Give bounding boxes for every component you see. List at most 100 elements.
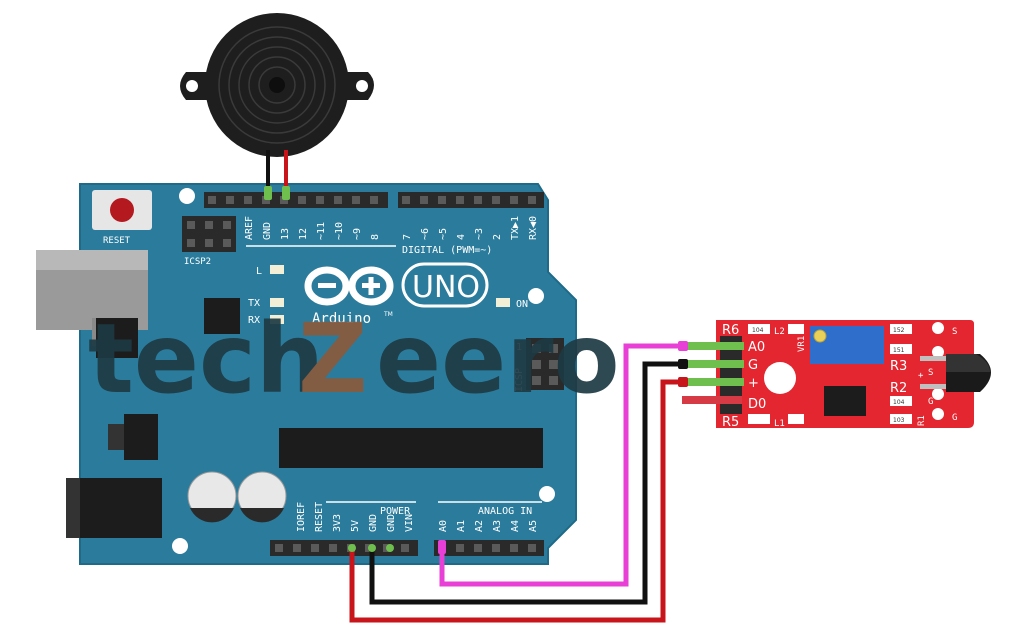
resistor-r2-body bbox=[890, 396, 912, 406]
wire-end-pink bbox=[678, 341, 688, 351]
digital-pin-label: 2 bbox=[492, 234, 503, 240]
digital-pin-label: ~10 bbox=[334, 222, 345, 240]
pin-hole bbox=[293, 544, 301, 552]
sensor-header bbox=[720, 336, 742, 414]
power-pin-label: VIN bbox=[404, 514, 415, 532]
pad-s1 bbox=[932, 322, 944, 334]
pin-hole bbox=[456, 544, 464, 552]
label-r2: R2 bbox=[890, 381, 907, 396]
digital-pin-label: GND bbox=[262, 222, 273, 240]
wire-red-5v bbox=[349, 379, 690, 623]
pin-hole bbox=[370, 196, 378, 204]
logo-minus bbox=[318, 283, 336, 288]
pin-hole bbox=[528, 544, 536, 552]
led-l2 bbox=[788, 324, 804, 334]
digital-pin-label: ~6 bbox=[420, 228, 431, 240]
arduino-logo: UNO Arduino TM bbox=[304, 262, 489, 327]
resistor-r3-body bbox=[890, 344, 912, 354]
wire-pink-a0 bbox=[439, 343, 690, 587]
resistor-r5 bbox=[748, 414, 770, 424]
digital-pin-label: ~3 bbox=[474, 228, 485, 240]
pad-g1 bbox=[932, 346, 944, 358]
label-g2: G bbox=[928, 397, 933, 407]
resistor-r6-code: 104 bbox=[752, 327, 764, 334]
sensor-pin-label-plus: + bbox=[748, 376, 759, 391]
pin-hole bbox=[226, 196, 234, 204]
digital-pin-label: TX▶1 bbox=[510, 216, 521, 240]
analog-pin-label: A2 bbox=[474, 520, 485, 532]
sensor-pin-a0 bbox=[684, 342, 744, 350]
wire-end-5v bbox=[348, 544, 356, 552]
pin-hole bbox=[510, 544, 518, 552]
analog-pin-label: A1 bbox=[456, 520, 467, 532]
led-l1 bbox=[788, 414, 804, 424]
icsp-label: ICSP bbox=[514, 368, 525, 392]
digital-pin-label: 7 bbox=[402, 234, 413, 240]
logo-brand: Arduino bbox=[312, 311, 371, 327]
atmega-chip bbox=[279, 428, 543, 468]
label-g1: G bbox=[952, 413, 957, 423]
power-pin-label: GND bbox=[386, 514, 397, 532]
pin-hole bbox=[438, 196, 446, 204]
logo-uno: UNO bbox=[412, 270, 480, 305]
led-on-label: ON bbox=[516, 299, 528, 310]
watermark: tech Z eero bbox=[88, 303, 620, 415]
pin-hole bbox=[474, 544, 482, 552]
reset-button-cap bbox=[110, 198, 134, 222]
sensor-pin-g bbox=[684, 360, 744, 368]
pin-hole bbox=[456, 196, 464, 204]
analog-pin-label: A3 bbox=[492, 520, 503, 532]
logo-left-loop bbox=[304, 266, 350, 306]
sensor-pin-label-g: G bbox=[748, 358, 758, 373]
pin-hole bbox=[528, 196, 536, 204]
digital-pin-label: RX◀0 bbox=[528, 216, 539, 240]
mounting-hole bbox=[172, 538, 188, 554]
watermark-part1: tech bbox=[88, 303, 324, 415]
sensor-pin-d0 bbox=[682, 396, 742, 404]
led-l-label: L bbox=[256, 266, 262, 277]
analog-pin-label: A0 bbox=[438, 520, 449, 532]
pin-hole bbox=[329, 544, 337, 552]
pin-hole bbox=[352, 196, 360, 204]
pin-hole bbox=[316, 196, 324, 204]
digital-pin-label: 13 bbox=[280, 228, 291, 240]
resistor-r4 bbox=[890, 324, 912, 334]
pin-hole bbox=[420, 196, 428, 204]
photodiode-lead bbox=[920, 356, 948, 361]
resistor-code-3: 151 bbox=[893, 347, 905, 354]
resistor-r1-body bbox=[890, 414, 912, 424]
led-on bbox=[496, 298, 510, 307]
label-s2: S bbox=[928, 368, 933, 378]
pin-hole bbox=[311, 544, 319, 552]
power-pin-label: IOREF bbox=[296, 502, 307, 532]
led-tx-label: TX bbox=[248, 298, 260, 309]
power-pin-label: 5V bbox=[350, 520, 361, 532]
label-r5: R5 bbox=[722, 415, 739, 430]
digital-pin-label: ~9 bbox=[352, 228, 363, 240]
buzzer-mount-hole bbox=[186, 80, 198, 92]
analog-pin-label: A5 bbox=[528, 520, 539, 532]
pin-hole bbox=[298, 196, 306, 204]
label-plus: + bbox=[918, 371, 924, 381]
sensor-pin-plus bbox=[684, 378, 744, 386]
buzzer-pin-gnd bbox=[264, 186, 272, 200]
dc-power-jack bbox=[66, 478, 162, 538]
led-tx bbox=[270, 298, 284, 307]
wire-end-red bbox=[678, 377, 688, 387]
crystal bbox=[96, 318, 138, 358]
pin-hole bbox=[244, 196, 252, 204]
pin-hole bbox=[474, 196, 482, 204]
sensor-mount-hole bbox=[764, 362, 796, 394]
resistor-code-4: 103 bbox=[893, 417, 905, 424]
pin-hole bbox=[402, 196, 410, 204]
comparator-chip bbox=[824, 386, 866, 416]
pin-hole bbox=[334, 196, 342, 204]
logo-uno-frame bbox=[401, 262, 489, 308]
sensor-pin-label-a0: A0 bbox=[748, 340, 765, 355]
wire-end-gnd2 bbox=[386, 544, 394, 552]
led-rx-label: RX bbox=[248, 315, 260, 326]
resistor-code-1: 104 bbox=[893, 399, 905, 406]
capacitor bbox=[237, 471, 287, 523]
